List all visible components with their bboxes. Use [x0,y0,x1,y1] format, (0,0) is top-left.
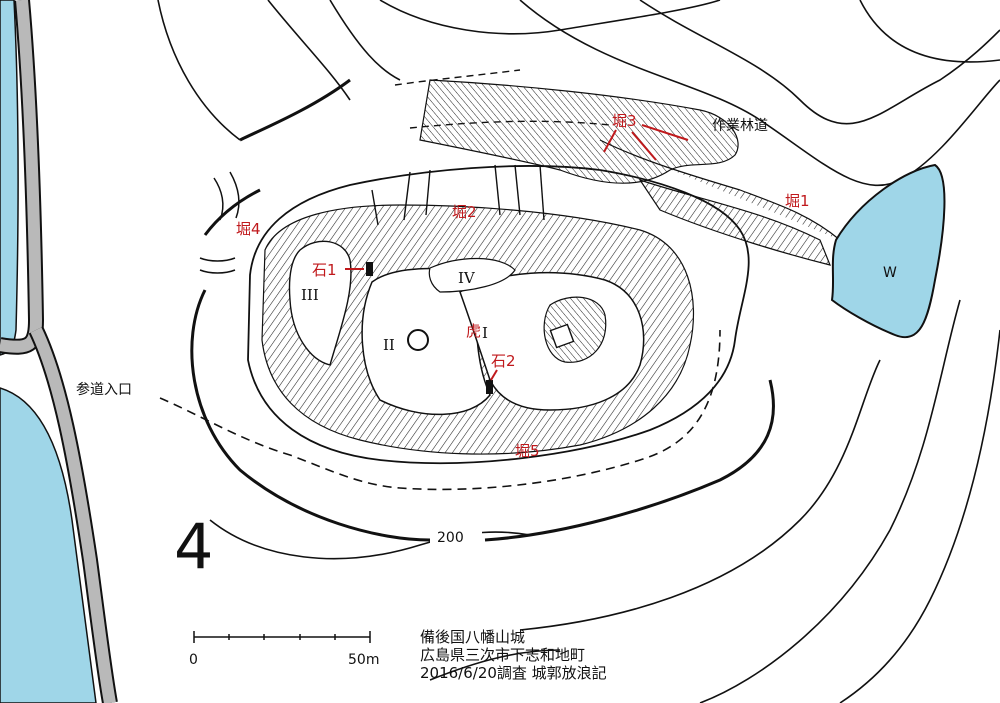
label-enclosure-4: IV [458,269,476,287]
north-mark: 4 [174,510,213,583]
label-horikiri-1: 堀1 [785,192,810,210]
map-title-block: 備後国八幡山城 広島県三次市下志和地町 2016/6/20調査 城郭放浪記 [420,628,607,682]
enclosure-3-area [288,240,352,366]
scale-end-label: 50m [348,652,379,668]
north-ridge [419,79,739,184]
label-enclosure-3: III [301,286,319,304]
horikiri-3-pointers [603,124,689,161]
scale-bar [193,631,371,643]
title-castle-name: 備後国八幡山城 [420,628,526,646]
contour-lines [157,0,1000,703]
scale-start-label: 0 [189,652,198,668]
label-stone-2: 石2 [491,352,516,370]
label-horikiri-4: 堀4 [236,220,261,238]
river-lower [0,387,97,703]
label-approach-entrance: 参道入口 [76,381,132,398]
approach-path [159,329,721,491]
well [407,329,429,351]
title-survey-info: 2016/6/20調査 城郭放浪記 [420,664,607,682]
hill-outline [247,165,750,465]
stone-1-marker [366,262,373,276]
label-enclosure-2: II [383,336,395,354]
horikiri-2-strokes [371,164,545,226]
stone-2-marker [486,380,493,394]
label-contour-200: 200 [437,530,464,546]
label-work-road: 作業林道 [712,118,768,134]
enclosure-4-area [428,257,516,293]
label-stone-1: 石1 [312,261,337,279]
pond [830,163,946,338]
river [0,0,19,356]
label-pond: W [883,265,897,281]
label-horikiri-2: 堀2 [452,203,477,221]
label-gate: 虎 [466,322,481,340]
shrine [549,323,575,349]
ridge-east [638,178,831,266]
title-location: 広島県三次市下志和地町 [420,646,586,664]
label-horikiri-5: 堀5 [515,442,540,460]
label-enclosure-1: I [482,324,488,342]
label-horikiri-3: 堀3 [612,112,637,130]
horikiri-4-marks [199,171,240,274]
